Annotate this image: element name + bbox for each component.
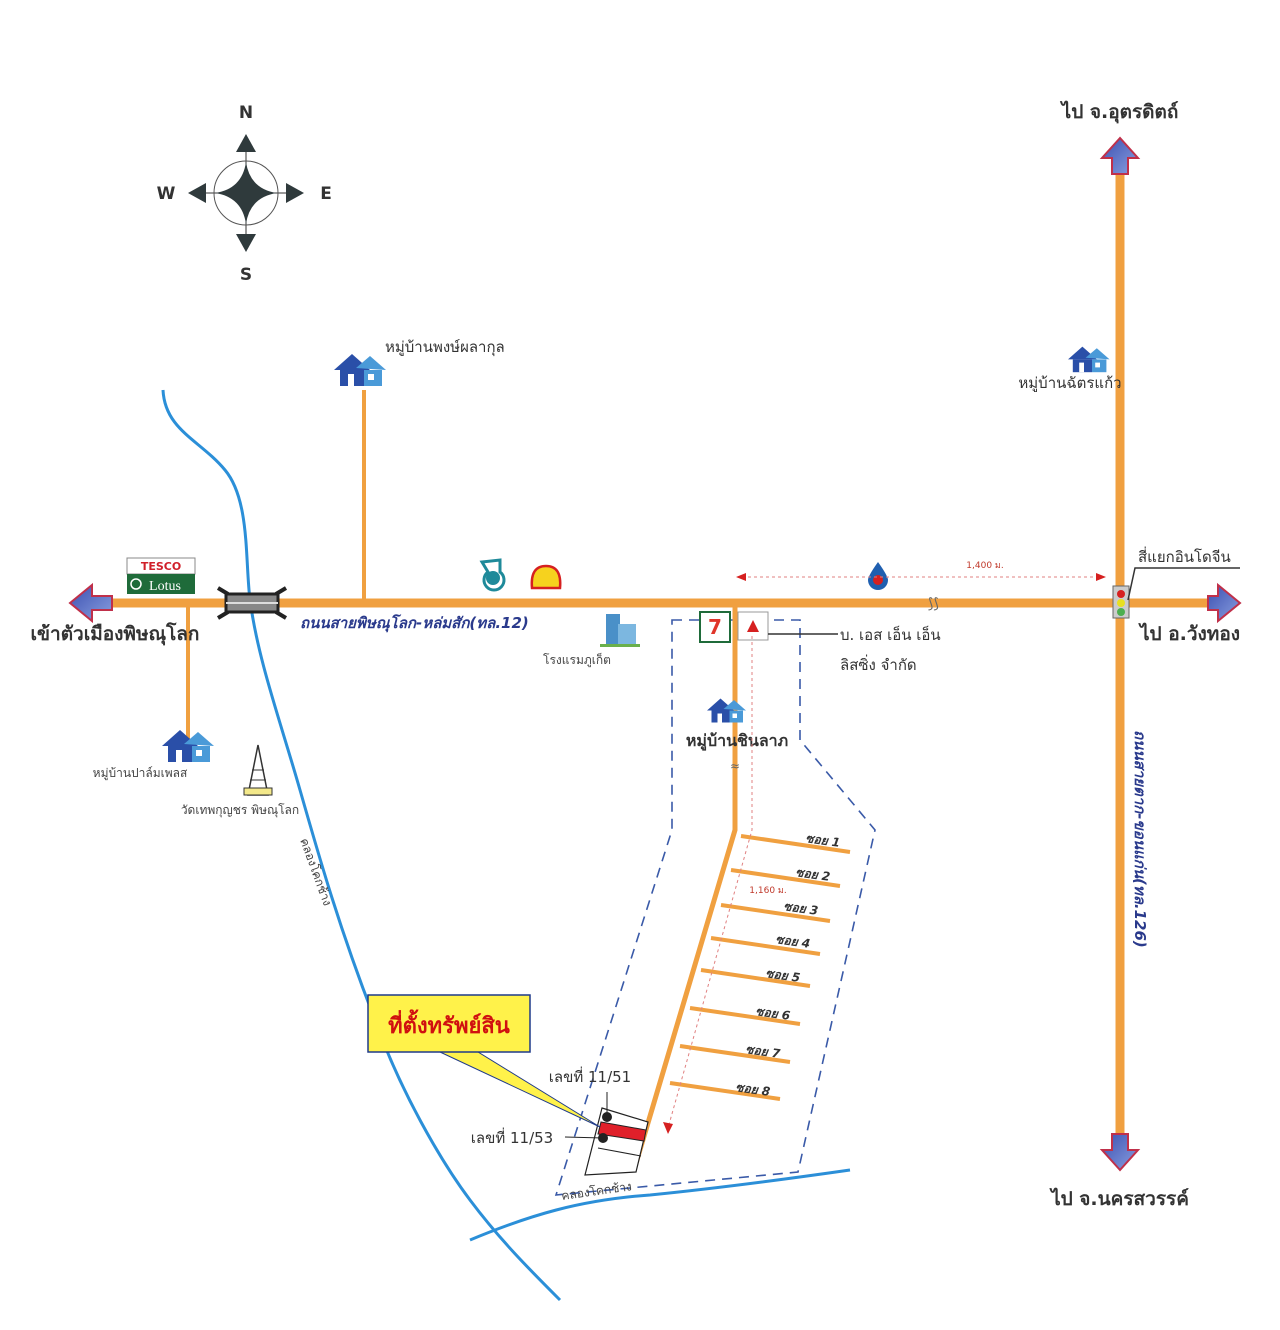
company-label-line1: บ. เอส เอ็น เอ็น	[840, 625, 941, 644]
road-break-icon: ⟆⟆	[928, 596, 939, 612]
river-south	[469, 1168, 851, 1242]
tesco-lotus-logo: TESCO Lotus	[126, 557, 196, 594]
tesco-label: TESCO	[141, 560, 181, 573]
traffic-light-icon	[1112, 585, 1130, 619]
arrow-east-icon	[1207, 582, 1242, 624]
roads	[110, 170, 1212, 1171]
soi-6-label: ซอย 6	[755, 1004, 792, 1023]
area-boundary	[554, 619, 876, 1196]
river-west	[161, 389, 562, 1302]
hotel-label: โรงแรมภูเก็ต	[543, 652, 611, 668]
distance-arrow-left-icon	[736, 573, 746, 581]
road-break-icon: ≈	[730, 759, 740, 773]
petronas-icon	[479, 558, 506, 592]
temple-icon	[243, 744, 273, 796]
soi-7-label: ซอย 7	[745, 1042, 782, 1061]
village-palmplace-label: หมู่บ้านปาล์มเพลส	[93, 766, 188, 781]
ptt-icon	[868, 562, 888, 590]
intersection-leader-line	[1127, 567, 1240, 601]
arrow-west-icon	[68, 582, 113, 624]
direction-north-label: ไป จ.อุตรดิตถ์	[1060, 100, 1179, 124]
village-chinlap-label: หมู่บ้านชินลาภ	[686, 731, 788, 752]
distance-east-label: 1,400 ม.	[966, 561, 1003, 571]
compass-south-label: S	[240, 265, 252, 285]
soi-6-road	[689, 1006, 801, 1026]
house-icon-pongpalakul	[334, 354, 386, 386]
seven-eleven-icon: 7	[699, 611, 731, 643]
soi-3-road	[720, 903, 831, 923]
plot-11-51-label: เลขที่ 11/51	[549, 1066, 631, 1086]
property-plots	[564, 1092, 649, 1176]
soi-5-label: ซอย 5	[765, 966, 802, 985]
main-road-name: ถนนสายพิษณุโลก-หล่มสัก(ทล.12)	[300, 613, 529, 633]
intersection-label: สี่แยกอินโดจีน	[1138, 546, 1231, 566]
svg-text:7: 7	[708, 615, 722, 639]
property-callout	[367, 994, 531, 1053]
arrow-south-icon	[1099, 1133, 1141, 1172]
house-icon-palmplace	[162, 730, 214, 762]
compass-icon: N S W E	[157, 103, 332, 285]
distance-soi-label: 1,160 ม.	[749, 886, 786, 896]
house-icon-chinlap	[707, 698, 746, 723]
shell-icon	[530, 564, 562, 590]
soi-4-road	[710, 936, 821, 956]
compass-west-label: W	[157, 184, 176, 204]
distance-arrow-down-icon	[663, 1122, 673, 1134]
temple-label: วัดเทพกุญชร พิษณุโลก	[181, 803, 299, 818]
company-label-line2: ลิสซิ่ง จำกัด	[840, 654, 917, 674]
bridge-icon	[216, 586, 288, 620]
hotel-icon	[600, 614, 640, 647]
direction-east-label: ไป อ.วังทอง	[1138, 622, 1240, 645]
house-icon-chatkaew	[1068, 346, 1110, 373]
soi-1-label: ซอย 1	[805, 831, 842, 850]
village-chatkaew-label: หมู่บ้านฉัตรแก้ว	[1018, 374, 1121, 392]
lotus-label: Lotus	[149, 579, 181, 594]
soi-8-road	[669, 1081, 781, 1101]
soi-8-label: ซอย 8	[735, 1080, 772, 1099]
soi-2-road	[730, 868, 841, 888]
soi-2-label: ซอย 2	[795, 865, 832, 884]
village-pongpalakul-label: หมู่บ้านพงษ์ผลากุล	[385, 338, 505, 357]
soi-4-label: ซอย 4	[775, 932, 812, 951]
soi-3-label: ซอย 3	[783, 899, 820, 918]
company-marker-icon	[737, 611, 769, 641]
distance-line-soi	[667, 636, 753, 1129]
vertical-road-name: ถนนสายตาก-ขอนแก่น(ทล.126)	[1131, 730, 1149, 948]
direction-west-label: เข้าตัวเมืองพิษณุโลก	[31, 622, 200, 646]
canal-south-label: คลองโคกช้าง	[560, 1179, 632, 1203]
road-chinlap	[631, 603, 738, 1171]
distance-arrow-right-icon	[1096, 573, 1106, 581]
compass-north-label: N	[239, 103, 253, 123]
plot-11-53-label: เลขที่ 11/53	[471, 1127, 553, 1147]
soi-5-road	[700, 968, 811, 988]
direction-south-label: ไป จ.นครสวรรค์	[1049, 1187, 1189, 1210]
soi-1-road	[740, 834, 851, 854]
compass-east-label: E	[320, 184, 332, 204]
callout-pointer	[439, 1051, 601, 1128]
property-callout-label: ที่ตั้งทรัพย์สิน	[388, 1009, 510, 1039]
arrow-north-icon	[1099, 136, 1141, 175]
soi-7-road	[679, 1044, 791, 1064]
